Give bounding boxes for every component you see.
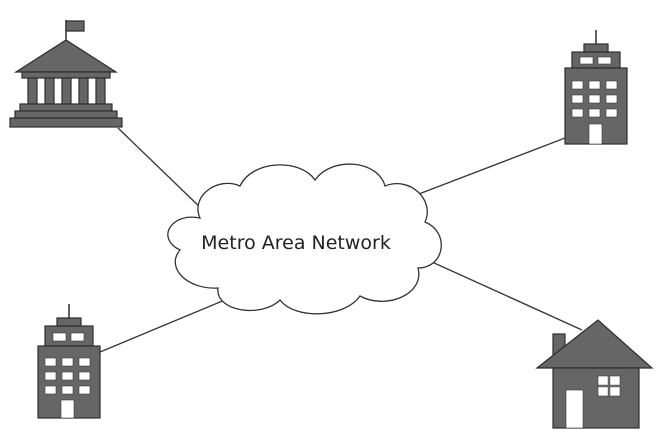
office-tower-bottom-left [37,304,101,419]
house-bottom-right [535,319,654,429]
link-house [431,261,583,331]
office-building-icon [564,30,628,145]
link-government-building [117,127,206,213]
house-icon [535,319,654,429]
link-office-tower-top-right [397,137,566,203]
network-cloud: Metro Area Network [167,163,442,315]
office-building-icon [37,304,101,419]
office-tower-top-right [564,30,628,145]
cloud-icon [167,163,442,315]
link-office-tower-bottom-left [99,291,245,353]
government-building [9,20,123,128]
network-label: Metro Area Network [201,232,391,254]
connection-lines [99,127,583,353]
government-building-icon [9,20,123,128]
